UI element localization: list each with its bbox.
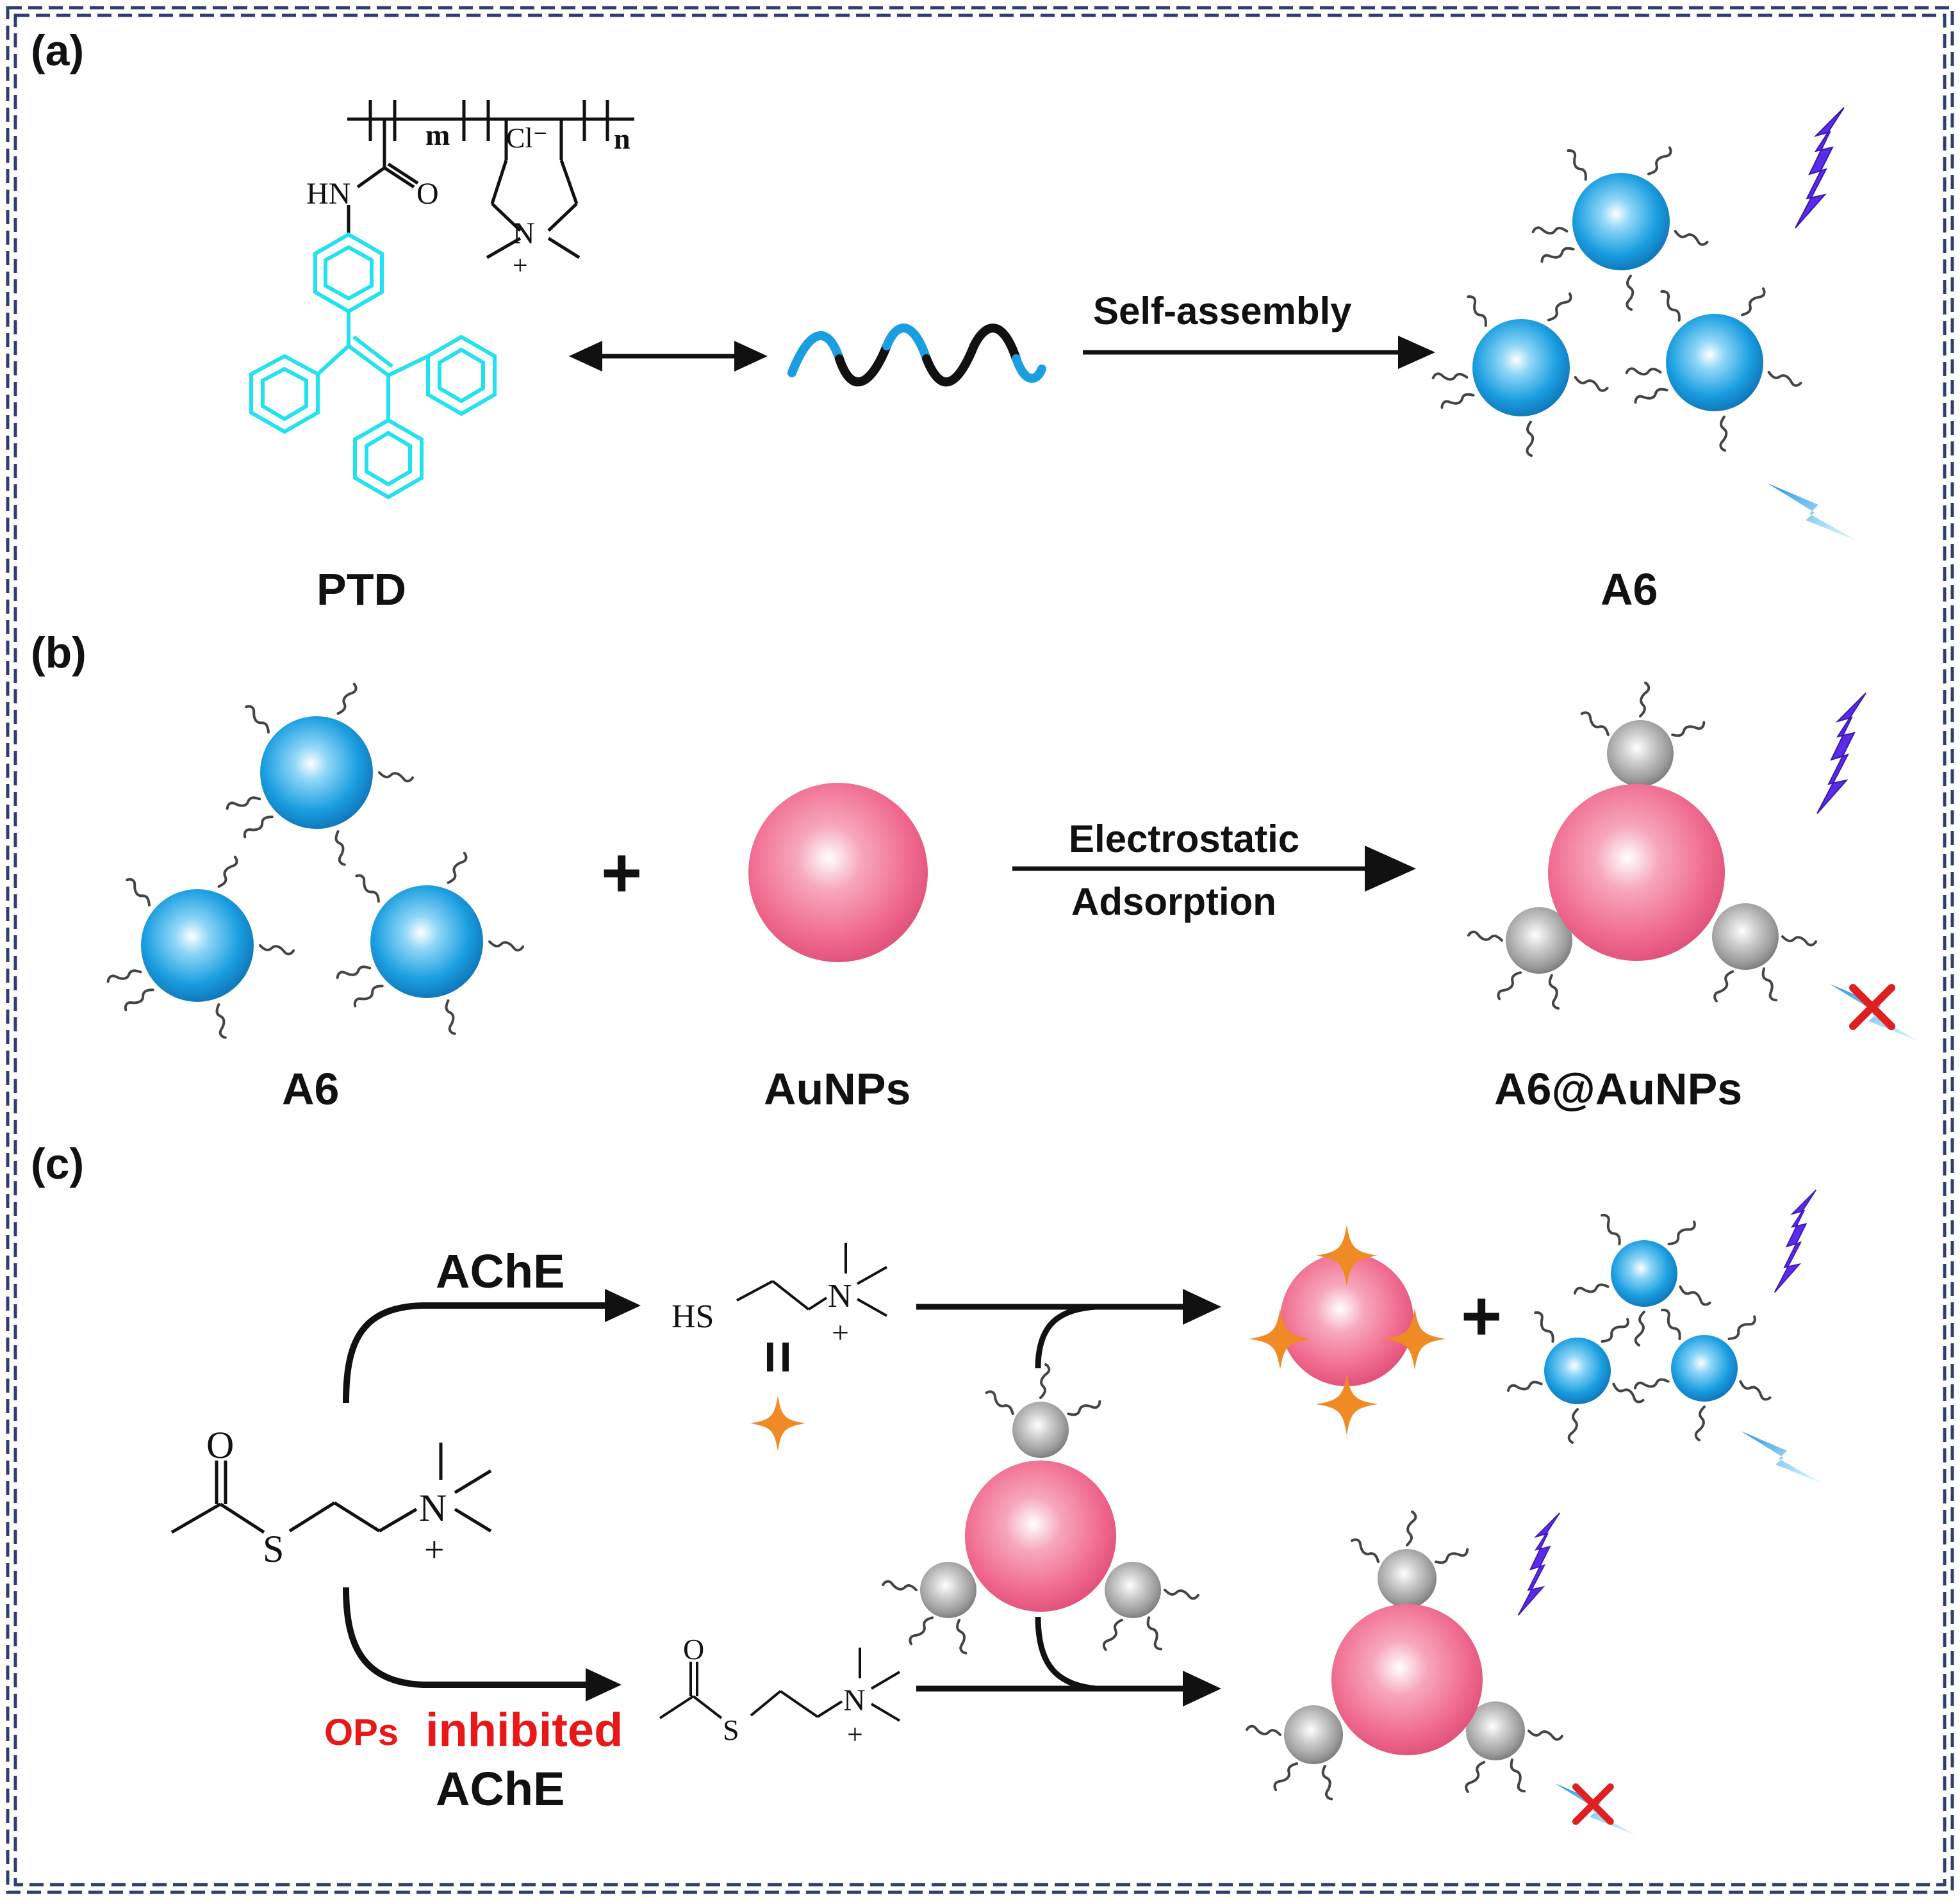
chem-s-substrate: S xyxy=(263,1528,284,1570)
polymer-chain-wave xyxy=(787,323,1046,387)
thiocholine-spark-icon xyxy=(750,1395,806,1452)
chem-hn: HN xyxy=(306,177,350,211)
a6-aunps-complex-c-bottom xyxy=(1246,1511,1563,1802)
acetylthiocholine-unreacted xyxy=(659,1648,901,1722)
equilibrium-double-arrow xyxy=(569,341,768,372)
self-assembly-label: Self-assembly xyxy=(1093,290,1352,332)
bottom-reaction-arrow xyxy=(916,1616,1221,1707)
chem-o: O xyxy=(416,177,439,211)
panel-b-tag: (b) xyxy=(31,628,86,677)
blue-emission-icon xyxy=(1741,1431,1822,1483)
plus-sign-c: + xyxy=(1461,1277,1502,1355)
self-assembly-arrow xyxy=(1083,336,1435,369)
aunp-particle xyxy=(748,783,928,962)
inner-frame xyxy=(13,13,1947,1887)
a6-label-b: A6 xyxy=(282,1064,339,1114)
blue-emission-icon xyxy=(1767,483,1857,541)
a6-micelle xyxy=(1531,143,1709,312)
ache-top-arrow xyxy=(343,1289,641,1404)
chem-o-substrate: O xyxy=(206,1424,234,1466)
plus-sign-b: + xyxy=(601,833,642,912)
chem-n-atom: N xyxy=(513,217,535,250)
a6-aunps-complex-c-center xyxy=(882,1363,1199,1656)
ops-bottom-arrow xyxy=(343,1587,622,1701)
released-a6-cluster xyxy=(1506,1211,1774,1444)
ops-label: OPs xyxy=(324,1712,399,1753)
quenched-emission-icon xyxy=(1830,984,1920,1042)
a6-micelle xyxy=(105,854,295,1040)
chem-hs: HS xyxy=(671,1298,714,1335)
ptd-label: PTD xyxy=(317,564,406,614)
quenched-emission-icon xyxy=(1555,1783,1636,1835)
chem-plus-bottom: + xyxy=(847,1719,863,1750)
panel-c: (c) O S N + AChE xyxy=(31,1140,1822,1835)
a6-micelle-cluster-b xyxy=(105,681,524,1040)
panel-b: (b) xyxy=(31,628,1920,1114)
top-reaction-arrow xyxy=(916,1289,1221,1369)
aunp-thiocholine-product xyxy=(1249,1225,1445,1435)
arrow-label-adsorption: Adsorption xyxy=(1071,880,1276,923)
electrostatic-arrow xyxy=(1012,846,1416,892)
chem-plus-thiol: + xyxy=(832,1316,849,1350)
chem-cl: Cl⁻ xyxy=(506,122,548,154)
inhibited-label: inhibited xyxy=(425,1703,623,1757)
aunps-label: AuNPs xyxy=(764,1064,910,1114)
a6-aunps-label: A6@AuNPs xyxy=(1494,1064,1742,1114)
a6-micelle xyxy=(334,850,524,1036)
chem-plus: + xyxy=(513,251,528,281)
a6-micelle xyxy=(1624,284,1803,453)
violet-bolt-icon xyxy=(1795,107,1845,229)
chem-plus-substrate: + xyxy=(424,1530,445,1570)
ache-bottom-label: AChE xyxy=(436,1762,564,1815)
a6-aunps-complex-b xyxy=(1467,682,1817,1011)
tpe-unit xyxy=(249,232,497,500)
chem-s-bottom: S xyxy=(723,1714,739,1746)
chem-n-substrate: N xyxy=(419,1487,447,1529)
a6-micelle xyxy=(1431,290,1610,458)
chem-o-bottom: O xyxy=(683,1633,704,1666)
violet-bolt-icon xyxy=(1774,1189,1817,1293)
a6-label-a: A6 xyxy=(1601,564,1658,614)
chem-n-thiol: N xyxy=(828,1278,852,1314)
panel-a-tag: (a) xyxy=(31,26,84,75)
arrow-label-electrostatic: Electrostatic xyxy=(1069,817,1299,860)
thiocholine-structure xyxy=(736,1243,887,1317)
a6-micelle xyxy=(224,681,414,867)
panel-c-tag: (c) xyxy=(31,1140,84,1188)
outer-frame xyxy=(6,6,1954,1894)
ache-top-label: AChE xyxy=(436,1245,564,1298)
violet-bolt-icon xyxy=(1816,692,1866,814)
chem-n-sub: n xyxy=(614,122,630,155)
chem-m: m xyxy=(425,119,450,151)
acetylthiocholine-structure xyxy=(170,1443,492,1534)
chem-n-bottom: N xyxy=(843,1683,866,1717)
violet-bolt-icon xyxy=(1517,1512,1561,1616)
equals-sign: = xyxy=(746,1340,810,1374)
a6-micelle-cluster-a xyxy=(1431,143,1803,458)
ptd-structure xyxy=(347,100,634,259)
panel-a: (a) m n Cl⁻ xyxy=(31,26,1857,614)
